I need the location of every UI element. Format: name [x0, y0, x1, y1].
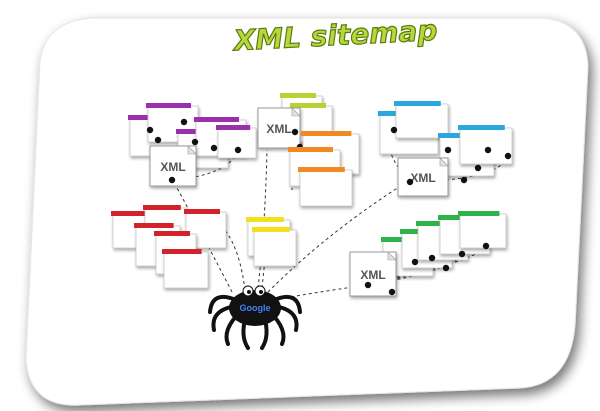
link-spider-green [284, 284, 369, 299]
color-bar [184, 209, 220, 214]
color-bar [288, 147, 333, 152]
connector-dot [504, 152, 512, 160]
page-purple-5 [216, 125, 257, 159]
documents: XML XML XML XML [111, 93, 513, 297]
connector-dot [364, 281, 372, 289]
color-bar [298, 167, 345, 172]
color-bar [134, 223, 174, 228]
connector-dot [390, 126, 398, 134]
xml-center-hub: XML [257, 107, 301, 149]
color-bar [154, 231, 190, 236]
connector-dot [406, 178, 414, 186]
connector-dot [234, 146, 242, 154]
connector-dot [411, 258, 419, 266]
connector-dot [474, 164, 482, 172]
color-bar [280, 93, 316, 98]
spider-pupil [247, 290, 251, 294]
color-bar [143, 205, 181, 210]
color-bar [290, 103, 326, 108]
xml-label: XML [410, 171, 435, 185]
link-spider-red [224, 229, 246, 291]
connector-dot [191, 138, 199, 146]
connector-dot [388, 288, 396, 296]
spider-icon: Google [208, 285, 302, 350]
connector-dot [444, 146, 452, 154]
google-label: Google [240, 303, 271, 313]
color-bar [111, 211, 156, 216]
connector-dot [458, 250, 466, 258]
connector-dot [154, 136, 162, 144]
connector-dot [428, 254, 436, 262]
connector-dot [484, 146, 492, 154]
xml-label: XML [266, 122, 291, 136]
link-spider-gray [257, 149, 268, 289]
color-bar [246, 217, 284, 222]
connector-dot [168, 176, 176, 184]
connector-dot [146, 126, 154, 134]
xml-label: XML [160, 160, 185, 174]
color-bar [301, 131, 352, 136]
page-yellow-2 [252, 227, 297, 267]
connector-dot [291, 128, 299, 136]
spider-leg [272, 295, 302, 314]
connector-dot [460, 176, 468, 184]
connector-dot [210, 144, 218, 152]
color-bar [162, 249, 202, 254]
xml-blue-hub: XML [397, 157, 449, 197]
color-bar [194, 117, 239, 122]
page-blue-2 [394, 101, 449, 139]
card-background [25, 17, 589, 406]
color-bar [458, 211, 500, 216]
connector-dot [482, 242, 490, 250]
spider-pupil [259, 290, 263, 294]
connector-dot [442, 264, 450, 272]
spider-leg [208, 295, 238, 314]
color-bar [216, 125, 251, 130]
color-bar [458, 125, 505, 130]
color-bar [252, 227, 290, 232]
page-blue-4 [458, 125, 513, 165]
color-bar [416, 221, 461, 226]
connector-dot [180, 118, 188, 126]
color-bar [394, 101, 441, 106]
color-bar [146, 103, 191, 108]
page-green-5 [458, 211, 507, 249]
spider-body [229, 290, 281, 326]
page-orange-3 [298, 167, 353, 207]
page-red-6 [162, 249, 209, 289]
xml-label: XML [360, 268, 385, 282]
xml-green-hub: XML [349, 251, 397, 297]
